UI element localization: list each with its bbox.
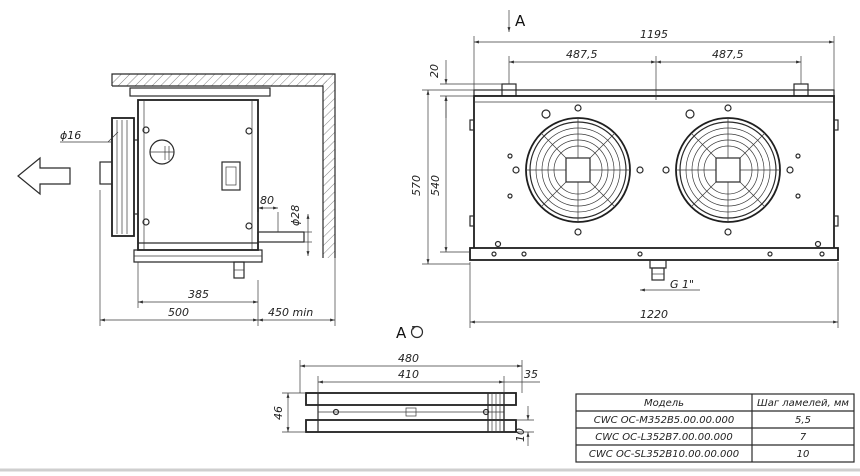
dim-410: 410 [398, 368, 419, 381]
dim-35: 35 [524, 368, 538, 381]
dim-drain-diameter: ϕ28 [289, 205, 302, 226]
dim-g1-thread: G 1" [670, 278, 694, 291]
table-cell-model: CWC OC-M352B5.00.00.000 [594, 415, 735, 426]
dim-80: 80 [260, 194, 274, 207]
view-a: A 480 410 35 [272, 324, 540, 446]
view-a-label: A [396, 324, 407, 342]
view-a-top-rail [305, 392, 517, 406]
fan-left [512, 104, 644, 236]
front-view: A [410, 10, 839, 328]
drain-pipe [257, 231, 305, 243]
dim-385: 385 [188, 288, 209, 301]
view-a-dimensions: 480 410 35 46 10 [272, 352, 540, 446]
dim-450-min: 450 min [268, 306, 313, 319]
dim-46: 46 [272, 406, 285, 420]
fan-right [662, 104, 794, 236]
table-row: CWC OC-SL352B10.00.00.000 10 [589, 449, 809, 460]
dim-1220: 1220 [640, 308, 668, 321]
airflow-arrow-icon [17, 156, 71, 196]
cooler-front-body [473, 95, 835, 253]
fan-guard-side [99, 117, 138, 237]
table-cell-pitch: 5,5 [795, 415, 811, 426]
dim-540: 540 [429, 175, 442, 196]
name-plate [221, 161, 241, 191]
cooler-body [137, 99, 259, 251]
front-drip-tray [469, 247, 839, 261]
dim-pipe-diameter: ϕ16 [60, 129, 81, 142]
wall-hatch [111, 73, 336, 258]
drip-tray [133, 249, 263, 263]
view-a-bottom-rail [305, 419, 517, 433]
dim-487-right: 487,5 [712, 48, 744, 61]
side-view: ϕ16 80 ϕ28 385 500 450 min [17, 73, 336, 326]
table-row: CWC OC-L352B7.00.00.000 7 [595, 432, 807, 443]
front-view-dimensions: 1195 487,5 487,5 20 570 540 [410, 28, 839, 328]
side-view-dimensions: ϕ16 80 ϕ28 385 500 450 min [60, 129, 336, 326]
spec-table: Модель Шаг ламелей, мм CWC OC-M352B5.00.… [575, 393, 855, 463]
section-mark-a: A [515, 12, 526, 30]
dim-500: 500 [168, 306, 189, 319]
mounting-bracket [129, 87, 271, 97]
table-header-model: Модель [644, 398, 684, 409]
dim-570: 570 [410, 175, 423, 196]
dim-480: 480 [398, 352, 419, 365]
rotate-view-icon [410, 325, 424, 339]
table-cell-model: CWC OC-SL352B10.00.00.000 [589, 449, 739, 460]
dim-1195: 1195 [640, 28, 668, 41]
table-row: CWC OC-M352B5.00.00.000 5,5 [594, 415, 811, 426]
dim-487-left: 487,5 [566, 48, 598, 61]
dim-20: 20 [428, 64, 441, 78]
table-cell-model: CWC OC-L352B7.00.00.000 [595, 432, 732, 443]
table-header-fin-pitch: Шаг ламелей, мм [757, 398, 849, 409]
dim-10: 10 [514, 428, 527, 442]
front-drain-outlet [649, 259, 667, 269]
table-cell-pitch: 10 [797, 449, 810, 460]
table-cell-pitch: 7 [800, 432, 807, 443]
